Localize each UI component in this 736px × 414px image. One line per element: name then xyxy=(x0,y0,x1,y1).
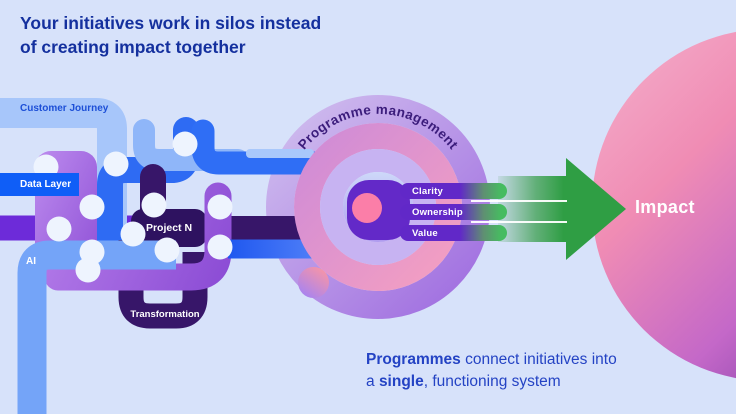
arrow-body xyxy=(498,176,567,242)
pill-value: Value xyxy=(400,225,507,241)
footer-bold-single: single xyxy=(378,373,424,391)
junction-dot xyxy=(141,192,167,218)
hub-dot xyxy=(352,193,382,223)
footer-bold-programmes: Programmes xyxy=(366,351,461,368)
label-transformation: Transformation xyxy=(130,309,200,320)
pill-clarity: Clarity xyxy=(400,183,507,199)
pipe-customer-journey xyxy=(0,98,127,262)
footer-line1: Programmes connect initiatives into xyxy=(366,349,617,371)
junction-dot xyxy=(207,234,233,260)
junction-dot xyxy=(207,194,233,220)
footer-line1-rest: connect initiatives into xyxy=(460,351,617,368)
page-title-line1: Your initiatives work in silos instead xyxy=(20,13,322,33)
junction-dot xyxy=(79,194,105,220)
junction-dot xyxy=(120,221,146,247)
page-title-line2: of creating impact together xyxy=(20,37,246,58)
pill-value-label: Value xyxy=(412,227,438,239)
label-customer-journey: Customer Journey xyxy=(20,103,109,114)
project-n-block xyxy=(131,209,207,247)
flow-line xyxy=(471,200,567,202)
footer-line2-pre: a xyxy=(366,373,379,391)
junction-dot xyxy=(75,257,101,283)
page-title: Your initiatives work in silos instead o… xyxy=(20,11,321,59)
impact-label: Impact xyxy=(635,197,695,217)
pipe-ai xyxy=(17,240,176,414)
junction-dot xyxy=(172,131,198,157)
pipe-transformation-loop xyxy=(118,240,208,329)
junction-dot xyxy=(46,216,72,242)
footer-line2: a single, functioning system xyxy=(366,371,617,393)
pipe-lightblue-strip xyxy=(246,149,314,158)
label-project-n: Project N xyxy=(145,222,193,234)
junction-dot xyxy=(154,237,180,263)
label-ai: AI xyxy=(26,256,36,267)
satellite-dot xyxy=(298,267,329,298)
pipe-lightblue-elbow xyxy=(133,119,249,171)
footer-text: Programmes connect initiatives into a si… xyxy=(366,349,617,394)
junction-dot xyxy=(103,151,129,177)
pill-clarity-label: Clarity xyxy=(412,185,443,197)
footer-line2-rest: , functioning system xyxy=(423,373,561,391)
label-data-layer: Data Layer xyxy=(0,173,79,196)
flow-line xyxy=(471,221,567,223)
pill-ownership: Ownership xyxy=(400,204,507,220)
pill-ownership-label: Ownership xyxy=(412,206,463,218)
pipe-blue-right xyxy=(191,119,326,175)
